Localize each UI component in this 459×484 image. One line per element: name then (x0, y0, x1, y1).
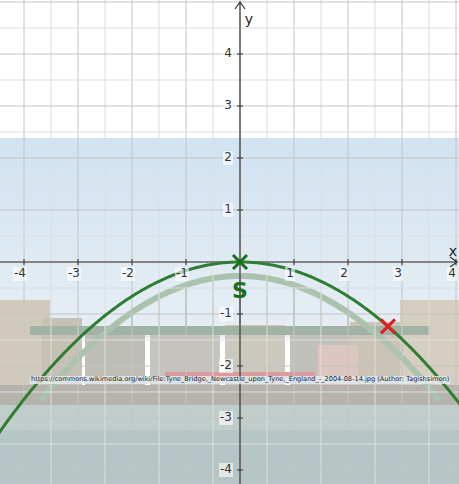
grid-line (294, 0, 295, 484)
tick-number: -2 (219, 359, 233, 372)
tick-number: -3 (219, 411, 233, 424)
tick (237, 158, 243, 159)
grid-line (321, 0, 322, 484)
tick (237, 366, 243, 367)
tick (294, 259, 295, 265)
grid-line (0, 392, 459, 393)
grid-line (0, 340, 459, 341)
tick (237, 106, 243, 107)
tick (348, 259, 349, 265)
image-credit: https://commons.wikimedia.org/wiki/File:… (30, 376, 450, 383)
grid-line (0, 236, 459, 237)
background-photo (0, 138, 459, 484)
tick (24, 259, 25, 265)
tick-number: -4 (219, 463, 233, 476)
point-marker (381, 319, 395, 333)
y-axis (239, 2, 240, 484)
tick (237, 210, 243, 211)
photo-fade (0, 138, 459, 484)
grid-line (132, 0, 133, 484)
tick-number: -2 (121, 267, 135, 280)
axis-label: x (449, 244, 457, 259)
point-marker (233, 255, 247, 269)
tick (78, 259, 79, 265)
tick-number: 1 (223, 203, 233, 216)
axis-label: y (245, 12, 253, 27)
tick-number: 2 (223, 151, 233, 164)
grid-line (402, 0, 403, 484)
grid-line (375, 0, 376, 484)
tick (132, 259, 133, 265)
tick-number: -4 (13, 267, 27, 280)
grid-line (78, 0, 79, 484)
point-label: S (232, 279, 248, 303)
parabola (0, 262, 459, 444)
grid-line (51, 0, 52, 484)
grid-line (429, 0, 430, 484)
grid-line (159, 0, 160, 484)
tick-number: 3 (223, 99, 233, 112)
tick-number: -3 (67, 267, 81, 280)
tick (456, 259, 457, 265)
grid-line (24, 0, 25, 484)
tick (237, 418, 243, 419)
grid-line (0, 288, 459, 289)
grid-line (267, 0, 268, 484)
tick (186, 259, 187, 265)
tick (237, 470, 243, 471)
grid-line (105, 0, 106, 484)
tick-number: 2 (339, 267, 349, 280)
grid-line (240, 0, 241, 484)
tick-number: 3 (393, 267, 403, 280)
tick-number: 4 (447, 267, 457, 280)
tick-number: 1 (285, 267, 295, 280)
axis-arrow (235, 2, 245, 9)
grid-line (0, 80, 459, 81)
grid-line (0, 132, 459, 133)
grid-line (0, 184, 459, 185)
grid-line (0, 28, 459, 29)
grid-line (0, 2, 459, 3)
tick-number: -1 (175, 267, 189, 280)
tick-number: 4 (223, 47, 233, 60)
grid-line (456, 0, 457, 484)
tick (402, 259, 403, 265)
tick (237, 54, 243, 55)
grid-line (213, 0, 214, 484)
grid-line (348, 0, 349, 484)
grid-line (186, 0, 187, 484)
grid-line (0, 444, 459, 445)
tick-number: -1 (219, 307, 233, 320)
tick (237, 314, 243, 315)
